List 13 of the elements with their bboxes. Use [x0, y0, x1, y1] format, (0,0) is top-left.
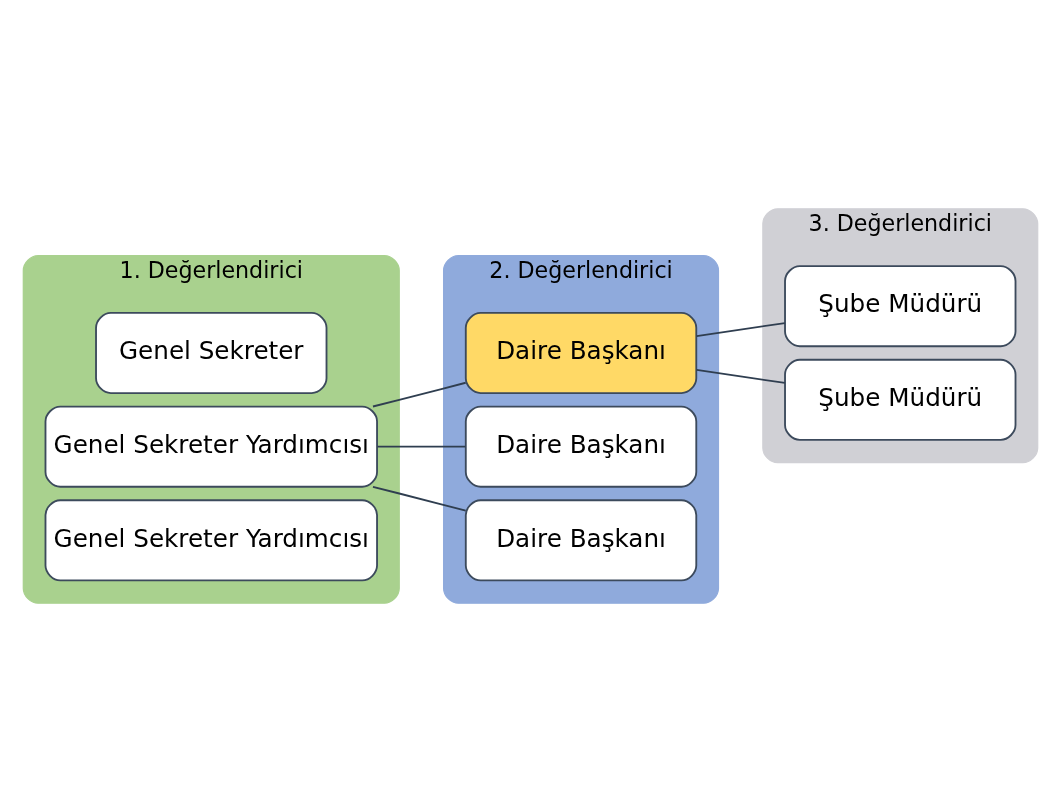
node-box: Şube Müdürü: [784, 358, 1017, 441]
node-box: Şube Müdürü: [784, 265, 1017, 348]
connector: [695, 369, 786, 384]
connector: [372, 485, 467, 512]
connector: [695, 322, 786, 337]
node-box: Daire Başkanı: [464, 405, 698, 488]
connector: [372, 381, 467, 408]
node-box: Genel Sekreter: [95, 312, 328, 394]
node-box: Daire Başkanı: [464, 312, 698, 394]
connector: [376, 445, 467, 448]
node-box: Genel Sekreter Yardımcısı: [44, 405, 378, 488]
node-box: Daire Başkanı: [464, 499, 698, 582]
node-box: Genel Sekreter Yardımcısı: [44, 499, 378, 582]
